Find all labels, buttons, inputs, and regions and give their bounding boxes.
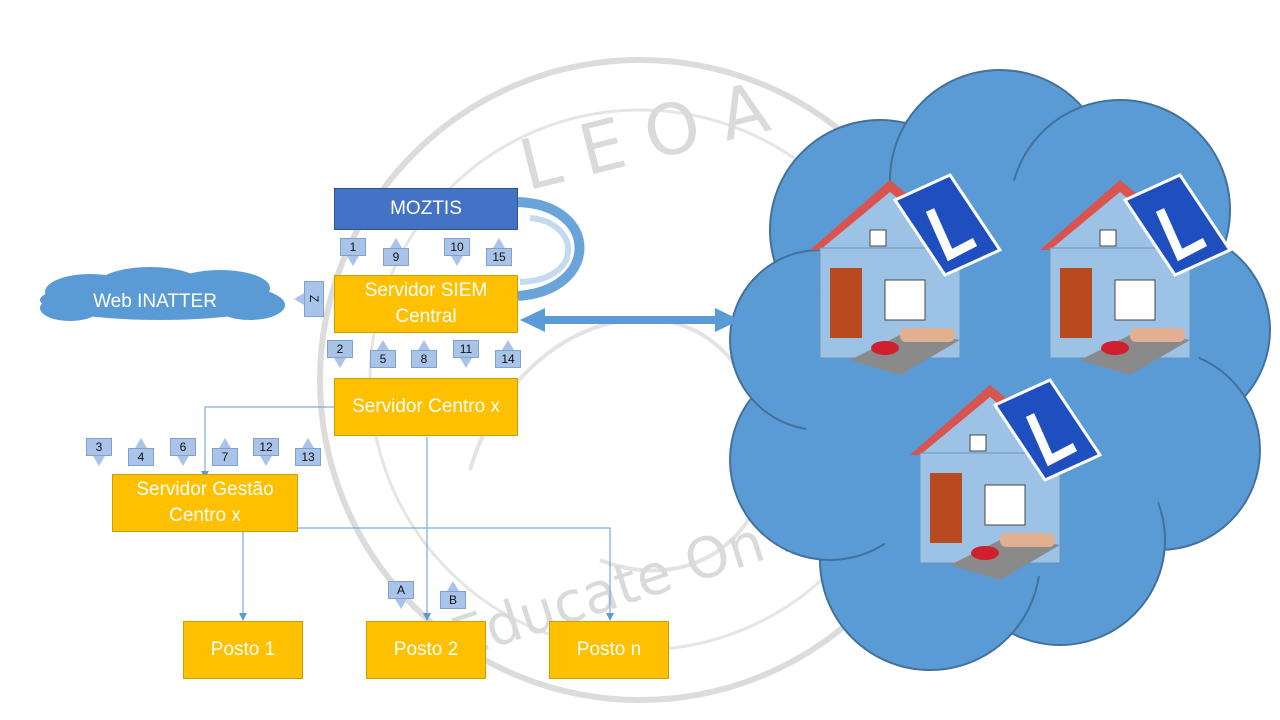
connectors bbox=[201, 406, 614, 621]
step-marker-a: A bbox=[388, 581, 414, 609]
step-marker-label: 2 bbox=[327, 340, 353, 358]
posto-2-box: Posto 2 bbox=[366, 621, 486, 679]
step-marker-label: 11 bbox=[453, 340, 479, 358]
l-plate-icon bbox=[1122, 173, 1233, 277]
siem-cloud-double-arrow bbox=[520, 308, 740, 332]
web-cloud-shape bbox=[40, 267, 285, 321]
step-marker-14: 14 bbox=[495, 340, 521, 368]
house-icon bbox=[1040, 173, 1233, 375]
step-marker-label: 10 bbox=[444, 238, 470, 256]
step-marker-label: 1 bbox=[340, 238, 366, 256]
step-marker-label: 6 bbox=[170, 438, 196, 456]
step-marker-label: 8 bbox=[411, 350, 437, 368]
step-marker-label: 7 bbox=[212, 448, 238, 466]
fingerprint-reader-icon bbox=[950, 533, 1060, 580]
step-marker-label: 13 bbox=[295, 448, 321, 466]
l-plate-icon bbox=[892, 173, 1003, 277]
step-marker-label: 9 bbox=[383, 248, 409, 266]
step-marker-z: Z bbox=[294, 281, 324, 317]
step-marker-13: 13 bbox=[295, 438, 321, 466]
step-marker-label: 5 bbox=[370, 350, 396, 368]
step-marker-b: B bbox=[440, 581, 466, 609]
watermark-text-top: L E O A bbox=[512, 66, 777, 207]
posto-n-box: Posto n bbox=[549, 621, 669, 679]
step-marker-15: 15 bbox=[486, 238, 512, 266]
fingerprint-reader-icon bbox=[850, 328, 960, 375]
house-icon bbox=[810, 173, 1003, 375]
step-marker-3: 3 bbox=[86, 438, 112, 466]
step-marker-12: 12 bbox=[253, 438, 279, 466]
step-marker-label: B bbox=[440, 591, 466, 609]
curved-loop-arrow bbox=[517, 197, 585, 301]
step-marker-label: 14 bbox=[495, 350, 521, 368]
siem-server-box: Servidor SIEM Central bbox=[334, 275, 518, 333]
posto-1-box: Posto 1 bbox=[183, 621, 303, 679]
step-marker-7: 7 bbox=[212, 438, 238, 466]
step-marker-6: 6 bbox=[170, 438, 196, 466]
centro-server-box: Servidor Centro x bbox=[334, 378, 518, 436]
step-marker-label: 3 bbox=[86, 438, 112, 456]
step-marker-10: 10 bbox=[444, 238, 470, 266]
step-marker-8: 8 bbox=[411, 340, 437, 368]
step-marker-9: 9 bbox=[383, 238, 409, 266]
step-marker-2: 2 bbox=[327, 340, 353, 368]
gestao-server-box: Servidor Gestão Centro x bbox=[112, 474, 298, 532]
moztis-box: MOZTIS bbox=[334, 188, 518, 230]
step-marker-1: 1 bbox=[340, 238, 366, 266]
house-icon bbox=[910, 378, 1103, 580]
step-marker-label: 12 bbox=[253, 438, 279, 456]
step-marker-label: 4 bbox=[128, 448, 154, 466]
web-inatter-label: Web INATTER bbox=[93, 291, 217, 312]
step-marker-4: 4 bbox=[128, 438, 154, 466]
l-plate-icon bbox=[992, 378, 1103, 482]
fingerprint-reader-icon bbox=[1080, 328, 1190, 375]
step-marker-label: 15 bbox=[486, 248, 512, 266]
step-marker-label: A bbox=[388, 581, 414, 599]
step-marker-label: Z bbox=[304, 281, 324, 317]
step-marker-11: 11 bbox=[453, 340, 479, 368]
step-marker-5: 5 bbox=[370, 340, 396, 368]
